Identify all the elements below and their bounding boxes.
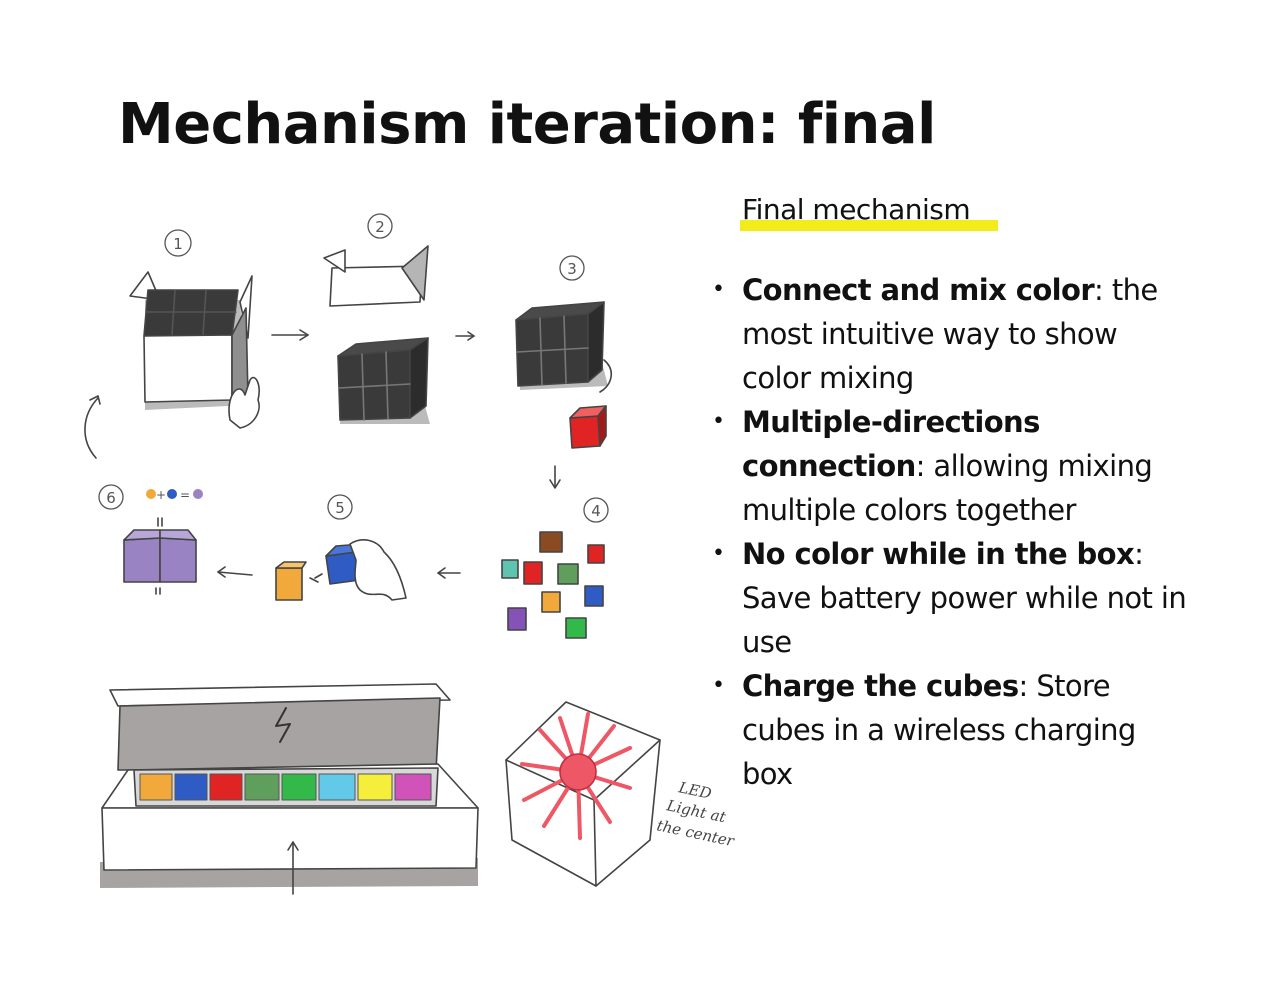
bullet-text: : allowing mixing multiple colors togeth…	[742, 449, 1153, 527]
charging-cube-row	[139, 773, 432, 801]
step-5-connect-cubes	[217, 539, 407, 601]
step-6-mixed-cubes	[123, 489, 203, 595]
step-2-cube-stack	[323, 245, 430, 424]
step-3-remove-cube	[515, 301, 612, 489]
bullet-lead: Multiple-directions connection	[742, 405, 1040, 483]
list-item: No color while in the box: Save battery …	[712, 532, 1192, 664]
led-note: LED Light at the center	[655, 778, 736, 850]
step-number-1: 1	[173, 235, 183, 253]
mechanism-sketch: 1 2 3 4 5 6 + = LED Light at the center	[84, 213, 736, 895]
mix-plus-sign: +	[156, 488, 166, 502]
step-4-scattered-cubes	[437, 531, 605, 639]
bullet-text: : Save battery power while not in use	[742, 537, 1187, 659]
led-cube	[505, 701, 661, 887]
list-item: Multiple-directions connection: allowing…	[712, 400, 1192, 532]
subheading: Final mechanism	[742, 193, 971, 226]
step-labels: 1 2 3 4 5 6 + =	[98, 213, 609, 523]
bullet-lead: No color while in the box	[742, 537, 1135, 571]
subheading-highlight	[740, 220, 998, 231]
bullet-lead: Charge the cubes	[742, 669, 1019, 703]
bullet-lead: Connect and mix color	[742, 273, 1095, 307]
step-number-4: 4	[591, 502, 601, 520]
mix-equals-sign: =	[180, 488, 190, 502]
step-number-3: 3	[567, 260, 577, 278]
bullet-text: : Store cubes in a wireless charging box	[742, 669, 1136, 791]
feature-list: Connect and mix color: the most intuitiv…	[712, 268, 1192, 796]
slide-title: Mechanism iteration: final	[118, 92, 936, 157]
step-number-6: 6	[106, 489, 116, 507]
list-item: Connect and mix color: the most intuitiv…	[712, 268, 1192, 400]
bullet-text: : the most intuitive way to show color m…	[742, 273, 1158, 395]
step-number-5: 5	[335, 499, 345, 517]
list-item: Charge the cubes: Store cubes in a wirel…	[712, 664, 1192, 796]
step-number-2: 2	[375, 218, 385, 236]
cycle-arrow	[84, 397, 99, 459]
subheading-text: Final mechanism	[742, 193, 971, 226]
step-1-open-box	[129, 271, 260, 429]
